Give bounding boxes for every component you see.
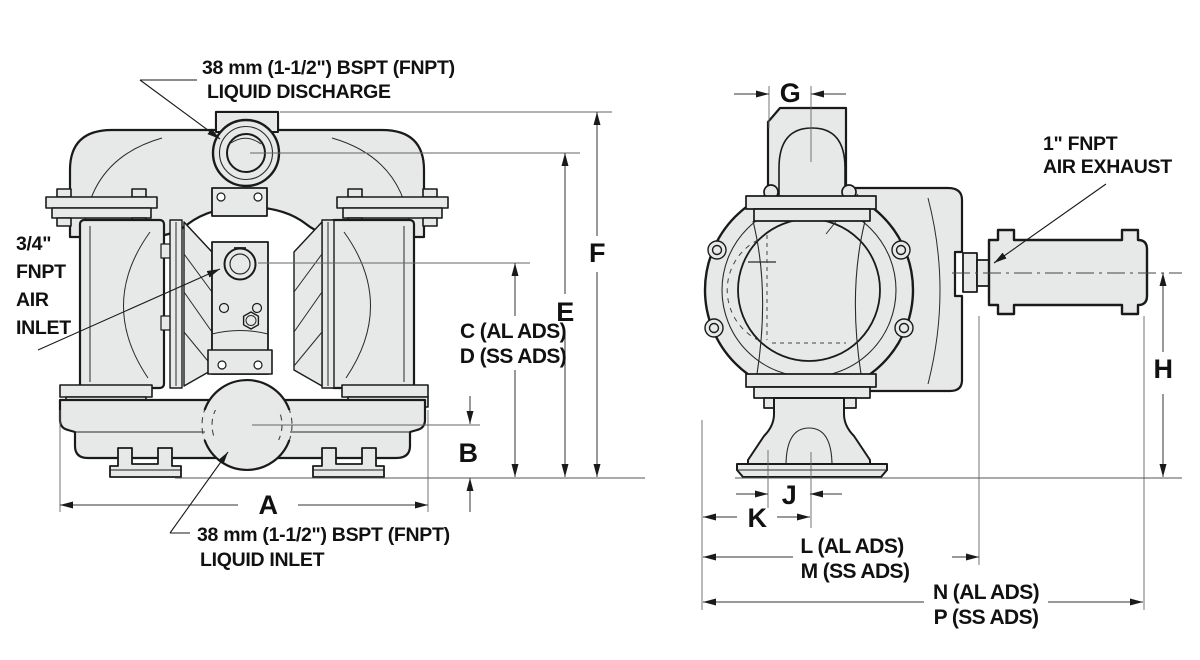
liquid-inlet-leader xyxy=(169,451,229,534)
air-inlet-note-line2: FNPT xyxy=(16,261,66,283)
dim-label-k: K xyxy=(748,503,768,533)
dim-label-d: D (SS ADS) xyxy=(460,345,566,368)
dim-label-g: G xyxy=(780,78,801,108)
front-dimensions xyxy=(59,111,645,512)
discharge-note-line2: LIQUID DISCHARGE xyxy=(207,81,391,103)
air-exhaust-leader xyxy=(993,183,1107,264)
air-inlet-leader xyxy=(37,268,221,351)
chamber-bolts xyxy=(704,240,914,338)
leader-lines xyxy=(37,79,1107,534)
dim-label-j: J xyxy=(782,480,797,510)
front-feet xyxy=(109,447,385,478)
dim-label-m: M (SS ADS) xyxy=(801,560,910,583)
dim-label-e: E xyxy=(556,297,574,327)
side-dimensions xyxy=(701,86,1182,610)
dim-label-l: L (AL ADS) xyxy=(800,535,903,558)
dim-label-c: C (AL ADS) xyxy=(460,320,566,343)
discharge-note-line1: 38 mm (1-1/2") BSPT (FNPT) xyxy=(202,57,455,79)
dimension-labels: A B C (AL ADS) D (SS ADS) E F G H J K L … xyxy=(259,78,1174,629)
liquid-inlet-note-line1: 38 mm (1-1/2") BSPT (FNPT) xyxy=(197,524,450,546)
side-top-clamp xyxy=(745,184,877,222)
dim-label-a: A xyxy=(259,490,278,520)
dim-label-n: N (AL ADS) xyxy=(933,581,1039,604)
discharge-leader xyxy=(139,79,221,140)
front-view xyxy=(45,110,449,478)
side-foot xyxy=(736,397,888,478)
dim-label-b: B xyxy=(459,438,478,468)
muffler xyxy=(962,228,1149,316)
dim-label-f: F xyxy=(589,238,605,268)
dim-label-p: P (SS ADS) xyxy=(934,606,1039,629)
side-view xyxy=(703,106,1182,478)
side-bottom-clamp xyxy=(745,373,877,409)
annotations: 38 mm (1-1/2") BSPT (FNPT) LIQUID DISCHA… xyxy=(16,57,1173,571)
air-inlet-note-line4: INLET xyxy=(16,317,71,339)
upper-clamp-flanges xyxy=(45,188,449,227)
air-exhaust-note-line1: 1" FNPT xyxy=(1043,133,1118,155)
air-valve-body xyxy=(207,187,273,375)
diaphragm-chambers xyxy=(78,218,416,390)
front-bottom-manifold xyxy=(58,398,427,460)
dim-label-h: H xyxy=(1154,354,1173,384)
air-inlet-port xyxy=(223,247,257,281)
side-discharge-pipe xyxy=(766,106,859,235)
liquid-inlet-note-line2: LIQUID INLET xyxy=(200,549,325,571)
air-inlet-note-line3: AIR xyxy=(16,289,49,311)
air-exhaust-note-line2: AIR EXHAUST xyxy=(1043,156,1172,178)
air-inlet-note-line1: 3/4" xyxy=(16,233,51,255)
